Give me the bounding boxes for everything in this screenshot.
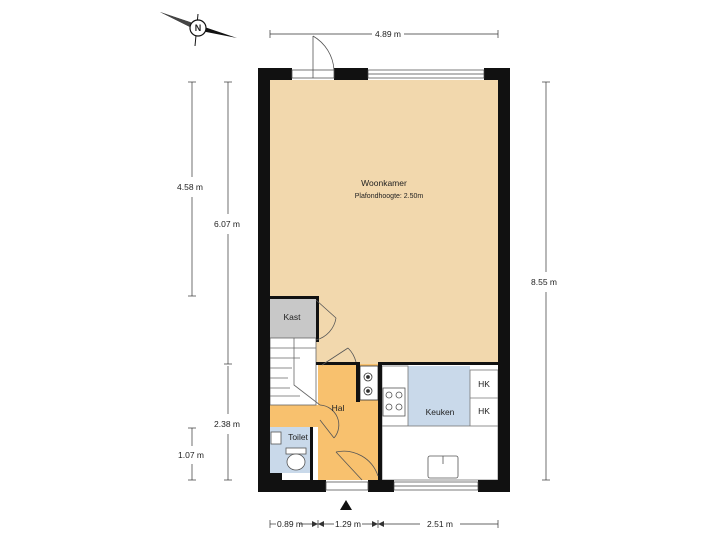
windows	[367, 69, 485, 491]
woonkamer-label: Woonkamer	[361, 178, 407, 188]
walls	[258, 68, 510, 492]
dimension-bottom-1: 0.89 m	[277, 519, 303, 529]
dimension-left-full: 6.07 m	[214, 219, 240, 229]
dimension-left-lower: 2.38 m	[214, 419, 240, 429]
kitchen-unit-label: HK	[478, 379, 490, 389]
toilet-icon	[285, 447, 307, 471]
keuken-label: Keuken	[426, 407, 455, 417]
dimension-left-toilet: 1.07 m	[178, 450, 204, 460]
dimension-top-width: 4.89 m	[375, 29, 401, 39]
washbasin-icon	[270, 431, 282, 445]
room-hal-left	[270, 405, 320, 427]
doors	[291, 35, 379, 491]
sink-icon	[427, 455, 459, 479]
dimension-bottom-2: 1.29 m	[335, 519, 361, 529]
dimension-arrows	[312, 521, 384, 527]
dimension-right-height: 8.55 m	[531, 277, 557, 287]
room-keuken	[408, 366, 470, 428]
room-kast	[270, 298, 316, 338]
compass-label: N	[195, 23, 202, 33]
kitchen-unit-label: HK	[478, 406, 490, 416]
woonkamer-ceiling-height: Plafondhoogte: 2.50m	[355, 193, 424, 200]
stove-icon	[382, 387, 406, 417]
kast-label: Kast	[283, 312, 301, 322]
compass-icon: N	[160, 12, 237, 47]
dimension-lines	[188, 30, 550, 528]
dimension-left-upper: 4.58 m	[177, 182, 203, 192]
room-woonkamer-lower	[318, 296, 498, 364]
meter-cupboard-icon	[359, 365, 379, 401]
staircase	[269, 337, 321, 406]
dimension-bottom-3: 2.51 m	[427, 519, 453, 529]
entrance-marker	[340, 500, 352, 510]
toilet-label: Toilet	[288, 432, 308, 442]
hal-label: Hal	[332, 403, 345, 413]
